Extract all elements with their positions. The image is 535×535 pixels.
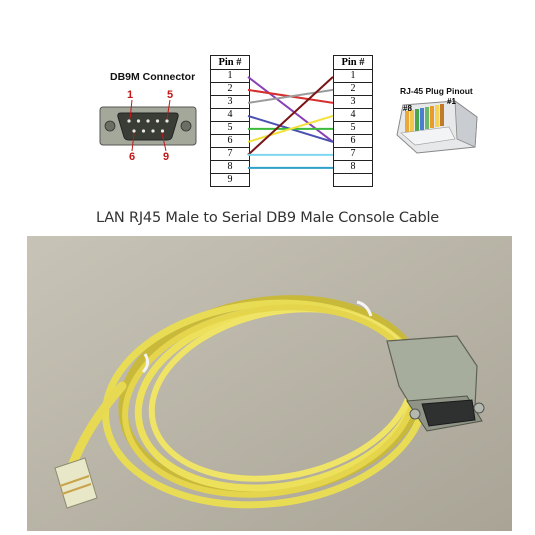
- right-pin-cell: 7: [334, 148, 372, 161]
- db9-pin-label-6: 6: [129, 151, 136, 163]
- wire-3-to-2: [247, 88, 334, 104]
- cable-photo: [27, 236, 512, 531]
- right-pin-table: Pin # 1 2 3 4 5 6 7 8: [333, 55, 373, 187]
- wiring-lines: [247, 76, 334, 169]
- left-pin-cell: 1: [211, 70, 249, 83]
- right-pin-cell: 5: [334, 122, 372, 135]
- right-pin-cell: 2: [334, 83, 372, 96]
- wire-6-to-4: [247, 114, 334, 143]
- right-pin-cell: 6: [334, 135, 372, 148]
- right-table-header: Pin #: [334, 56, 372, 70]
- rj45-pin1-label: #1: [447, 97, 456, 106]
- screw-hole-left: [104, 120, 116, 132]
- left-pin-cell: 6: [211, 135, 249, 148]
- db9-connector-photo: [386, 335, 485, 432]
- right-pin-cell: 8: [334, 161, 372, 174]
- left-pin-cell: 2: [211, 83, 249, 96]
- left-pin-cell: 5: [211, 122, 249, 135]
- left-pin-cell: 9: [227, 174, 233, 185]
- pinout-diagram: DB9M Connector 1 5 6 9 Pin # 1 2 3 4 5 6…: [0, 0, 535, 205]
- caption: LAN RJ45 Male to Serial DB9 Male Console…: [96, 210, 439, 226]
- rj45-plug-title: RJ-45 Plug Pinout: [400, 86, 473, 96]
- db9-pin-label-1: 1: [127, 89, 134, 101]
- db9-connector-image: [99, 99, 197, 152]
- left-pin-cell: 7: [211, 148, 249, 161]
- right-pin-cell: 3: [334, 96, 372, 109]
- db9-pin-label-5: 5: [167, 89, 174, 101]
- db9-connector-title: DB9M Connector: [110, 71, 196, 83]
- right-pin-cell: 4: [334, 109, 372, 122]
- rj45-plug-photo: [54, 457, 98, 509]
- screw-hole-right: [180, 120, 192, 132]
- left-pin-cell: 3: [211, 96, 249, 109]
- left-pin-table: Pin # 1 2 3 4 5 6 7 8 9: [210, 55, 250, 187]
- right-pin-cell: 1: [334, 70, 372, 83]
- rj45-pin8-label: #8: [403, 104, 412, 113]
- db9-pin-label-9: 9: [163, 151, 170, 163]
- left-pin-cell: 8: [211, 161, 249, 174]
- left-table-header: Pin #: [211, 56, 249, 70]
- wire-1-to-6: [247, 76, 334, 143]
- rj45-plug-image: [396, 100, 478, 154]
- left-pin-cell: 4: [211, 109, 249, 122]
- wire-7-to-1: [247, 76, 334, 156]
